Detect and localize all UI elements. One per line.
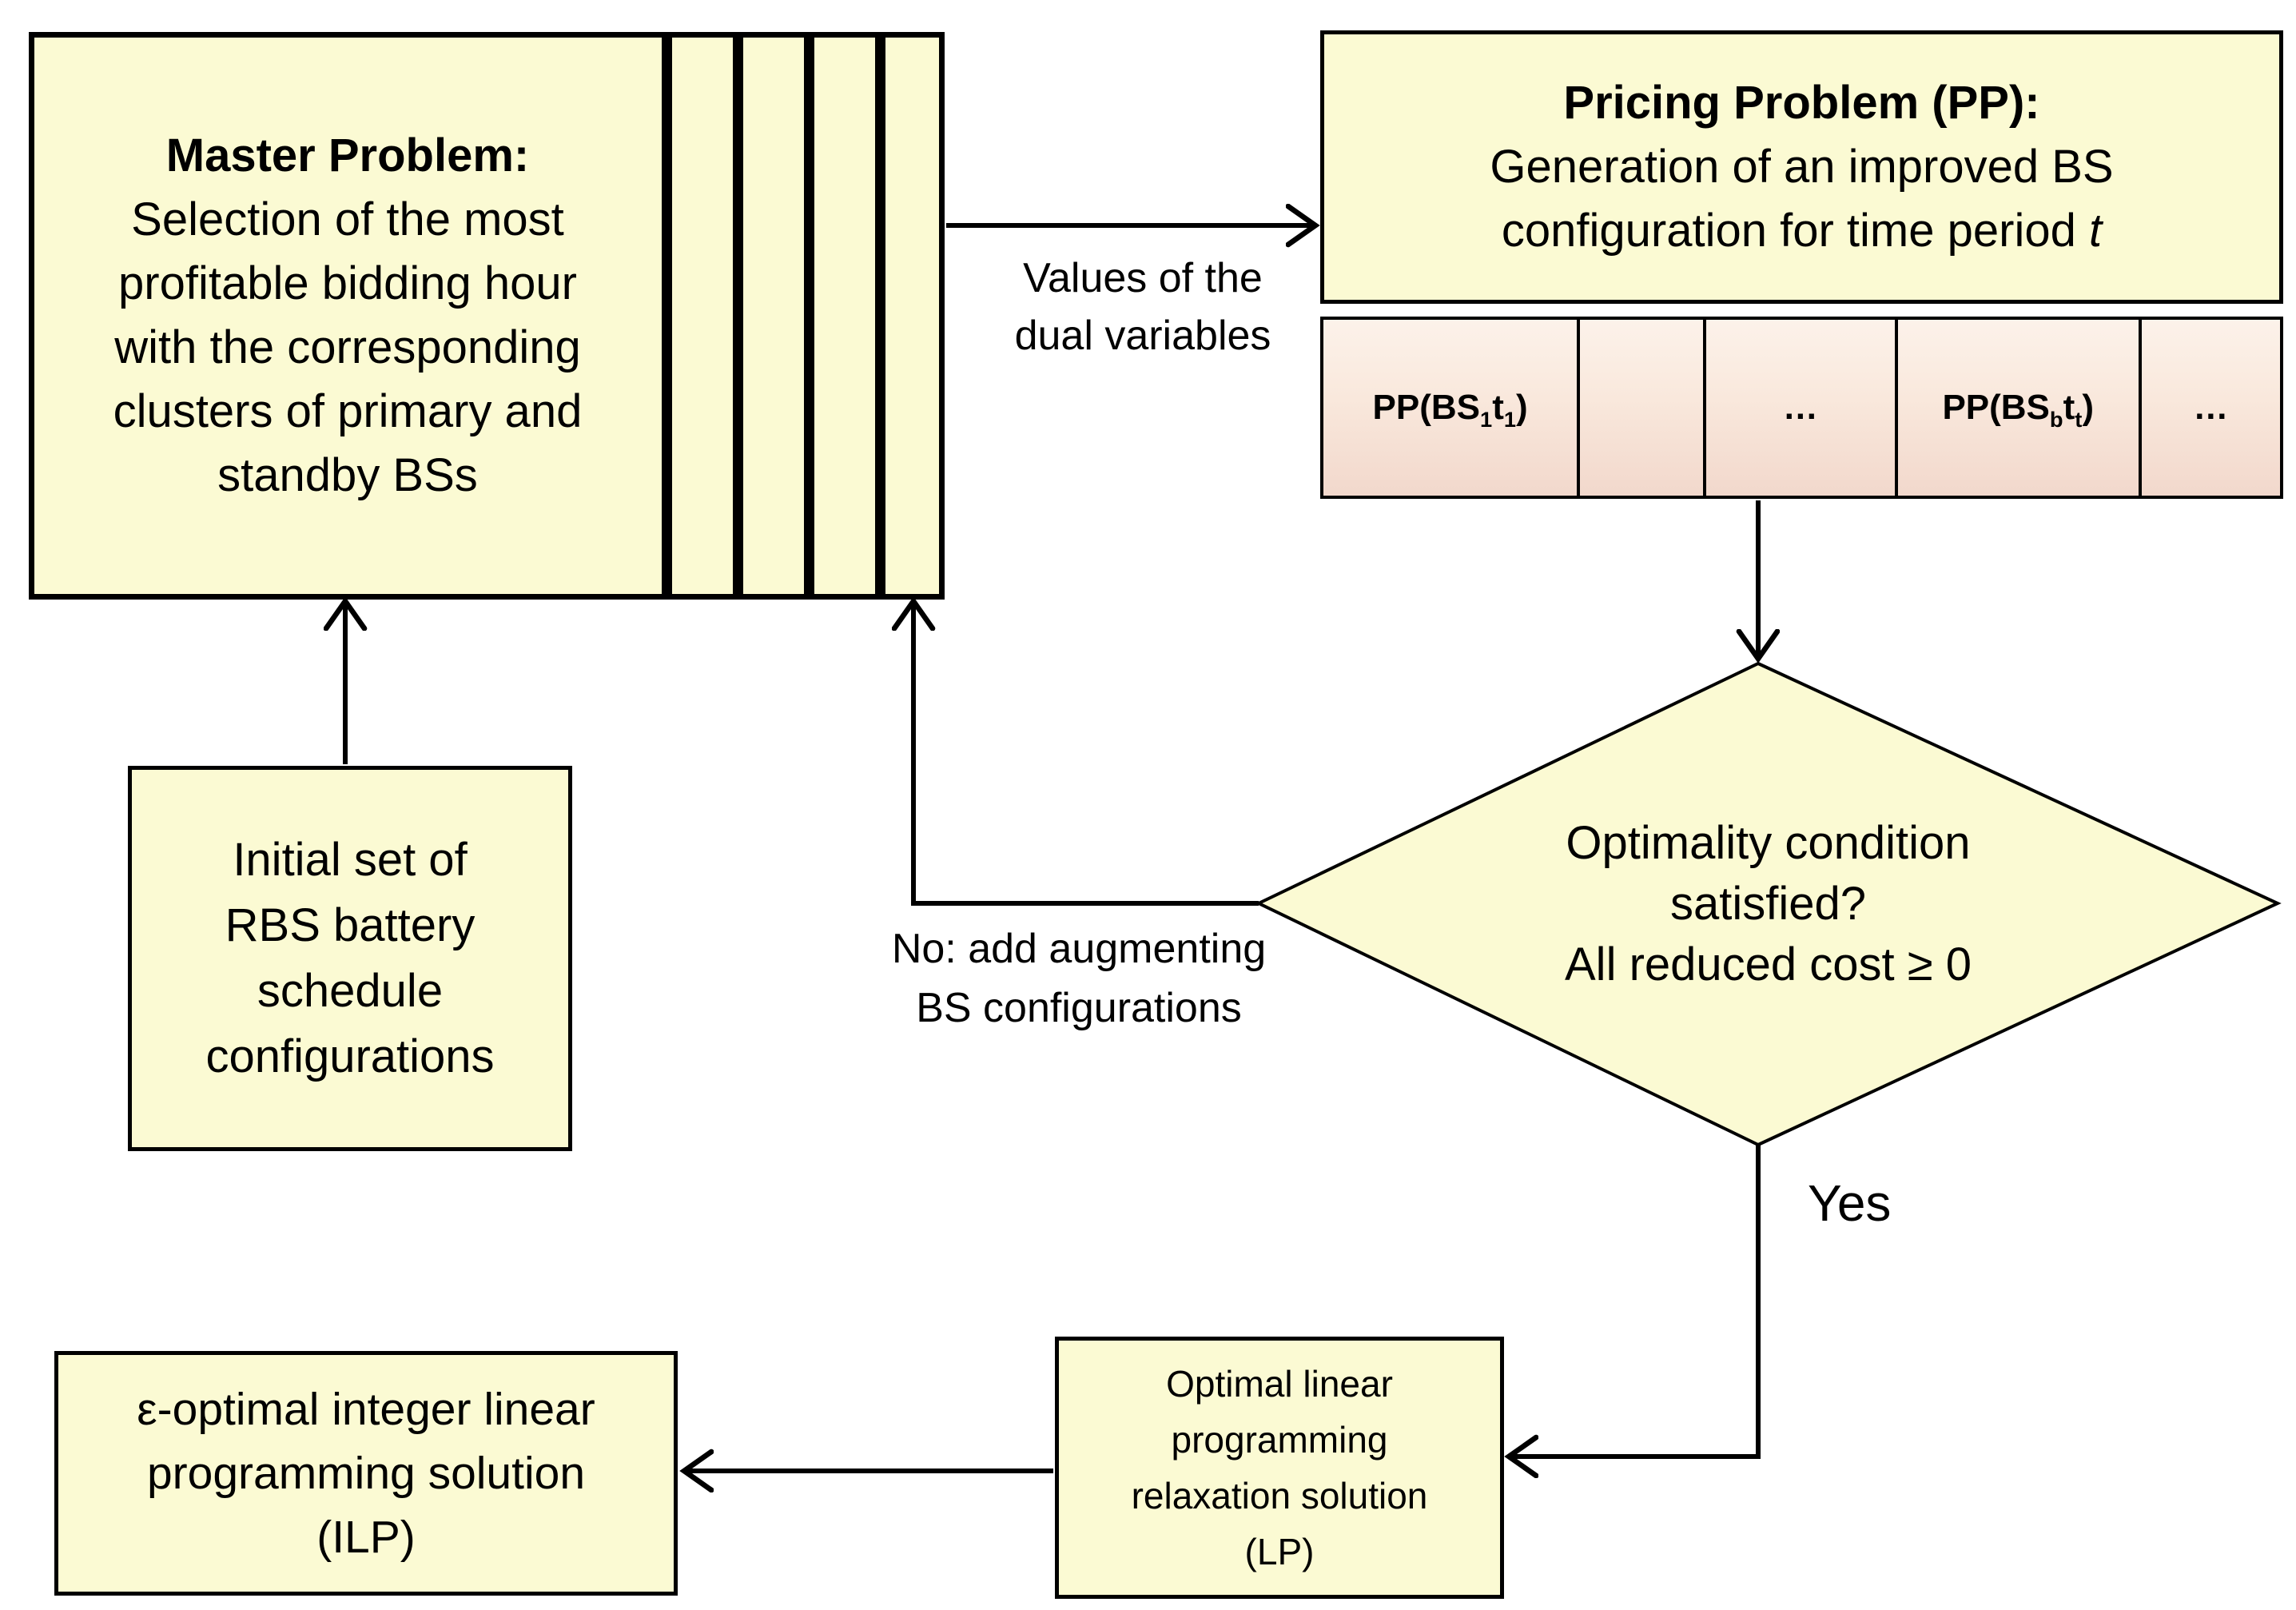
ilp-line: programming solution [146,1448,586,1499]
initial-set-line: configurations [205,1030,495,1082]
no-branch-line2: BS configurations [916,985,1242,1031]
decision-line3: All reduced cost ≥ 0 [1565,939,1972,990]
pricing-problem-line3: configuration for time period t [1324,199,2279,263]
initial-set-line: Initial set of [233,834,468,886]
pp-cell-bsbtt: PP(BSbtt) [1894,320,2139,496]
decision-line2: satisfied? [1669,878,1866,930]
master-problem-line: with the corresponding [114,321,581,373]
dual-values-line1: Values of the [1023,255,1263,301]
column-bar [804,32,814,600]
pricing-problem-line2: Generation of an improved BS [1490,141,2114,193]
ilp-line: (ILP) [316,1512,416,1563]
ilp-solution-box: ε-optimal integer linear programming sol… [54,1351,678,1596]
master-problem-line: Selection of the most [131,193,564,245]
pp-cell-bs1t1: PP(BS1t1) [1323,320,1577,496]
initial-set-line: schedule [257,965,444,1017]
lp-line: programming [1171,1419,1388,1461]
decision-diamond-text: Optimality condition satisfied? All redu… [1259,664,2278,1145]
column-bar [662,32,672,600]
pp-cell-ellipsis: … [1703,320,1894,496]
yes-branch-label: Yes [1808,1174,1892,1232]
pp-cell-label: … [2193,388,2229,427]
lp-line: Optimal linear [1166,1363,1393,1405]
column-bar [875,32,885,600]
pp-cell-ellipsis: … [2138,320,2280,496]
master-problem-text: Master Problem: Selection of the most pr… [32,32,663,600]
initial-set-box: Initial set of RBS battery schedule conf… [128,766,572,1151]
dual-values-label: Values of the dual variables [959,249,1327,365]
lp-line: relaxation solution [1131,1475,1428,1516]
no-branch-line1: No: add augmenting [891,926,1267,972]
master-problem-line: profitable bidding hour [118,257,577,309]
arrow-yes-to-lp [1509,1145,1761,1457]
pp-cell-empty [1577,320,1703,496]
pp-cell-label: PP(BSbtt) [1942,388,2094,432]
pp-cell-label: … [1782,388,1818,427]
lp-solution-box: Optimal linear programming relaxation so… [1055,1337,1504,1599]
pricing-line3-variable: t [2088,205,2103,257]
master-problem-box [29,32,945,600]
pricing-subproblem-row: PP(BS1t1) … PP(BSbtt) … [1320,317,2283,499]
master-problem-line: clusters of primary and [113,385,583,437]
ilp-line: ε-optimal integer linear [137,1384,595,1435]
column-bar [733,32,743,600]
lp-line: (LP) [1244,1531,1315,1572]
master-problem-line: standby BSs [217,449,478,501]
dual-values-line2: dual variables [1014,313,1271,359]
decision-line1: Optimality condition [1566,817,1971,869]
no-branch-label: No: add augmenting BS configurations [863,919,1295,1038]
initial-set-line: RBS battery [225,899,476,951]
arrow-no-feedback [913,601,1259,906]
pricing-problem-box: Pricing Problem (PP): Generation of an i… [1320,30,2283,304]
pricing-problem-title: Pricing Problem (PP): [1563,77,2040,129]
master-problem-title: Master Problem: [165,130,530,181]
pp-cell-label: PP(BS1t1) [1372,388,1528,432]
pricing-line3-text: configuration for time period [1501,205,2089,257]
